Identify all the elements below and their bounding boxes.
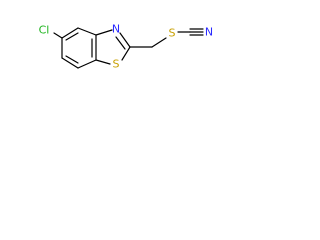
bond-c4-c5 [77, 27, 97, 36]
bond-c7-c7a [61, 57, 79, 69]
double-bond-n-c2 [115, 36, 126, 50]
atom-label-thiocyanate-sulfur: S [169, 27, 176, 40]
double-bond-inner-1 [65, 32, 79, 41]
bond-ch2-s [151, 37, 167, 48]
atom-label-thiazole-sulfur: S [113, 58, 120, 71]
thiazole-ring [95, 29, 131, 65]
atom-label-nitrile-nitrogen: N [205, 26, 213, 39]
bond-c7a-c3a [77, 59, 97, 69]
atom-label-thiazole-nitrogen: N [112, 23, 120, 36]
bond-c6-cl [53, 32, 63, 39]
benzene-ring [61, 27, 97, 69]
double-bond-inner-2 [65, 55, 79, 64]
bond-n-c2 [119, 32, 131, 48]
atom-label-chlorine: Cl [39, 24, 50, 37]
bond-c3a-n [95, 29, 113, 36]
bond-c5-c6 [61, 27, 79, 39]
bond-c2-s [121, 46, 131, 61]
bond-s-c7a [95, 59, 111, 65]
molecule-diagram: Cl N S S N [39, 23, 213, 71]
